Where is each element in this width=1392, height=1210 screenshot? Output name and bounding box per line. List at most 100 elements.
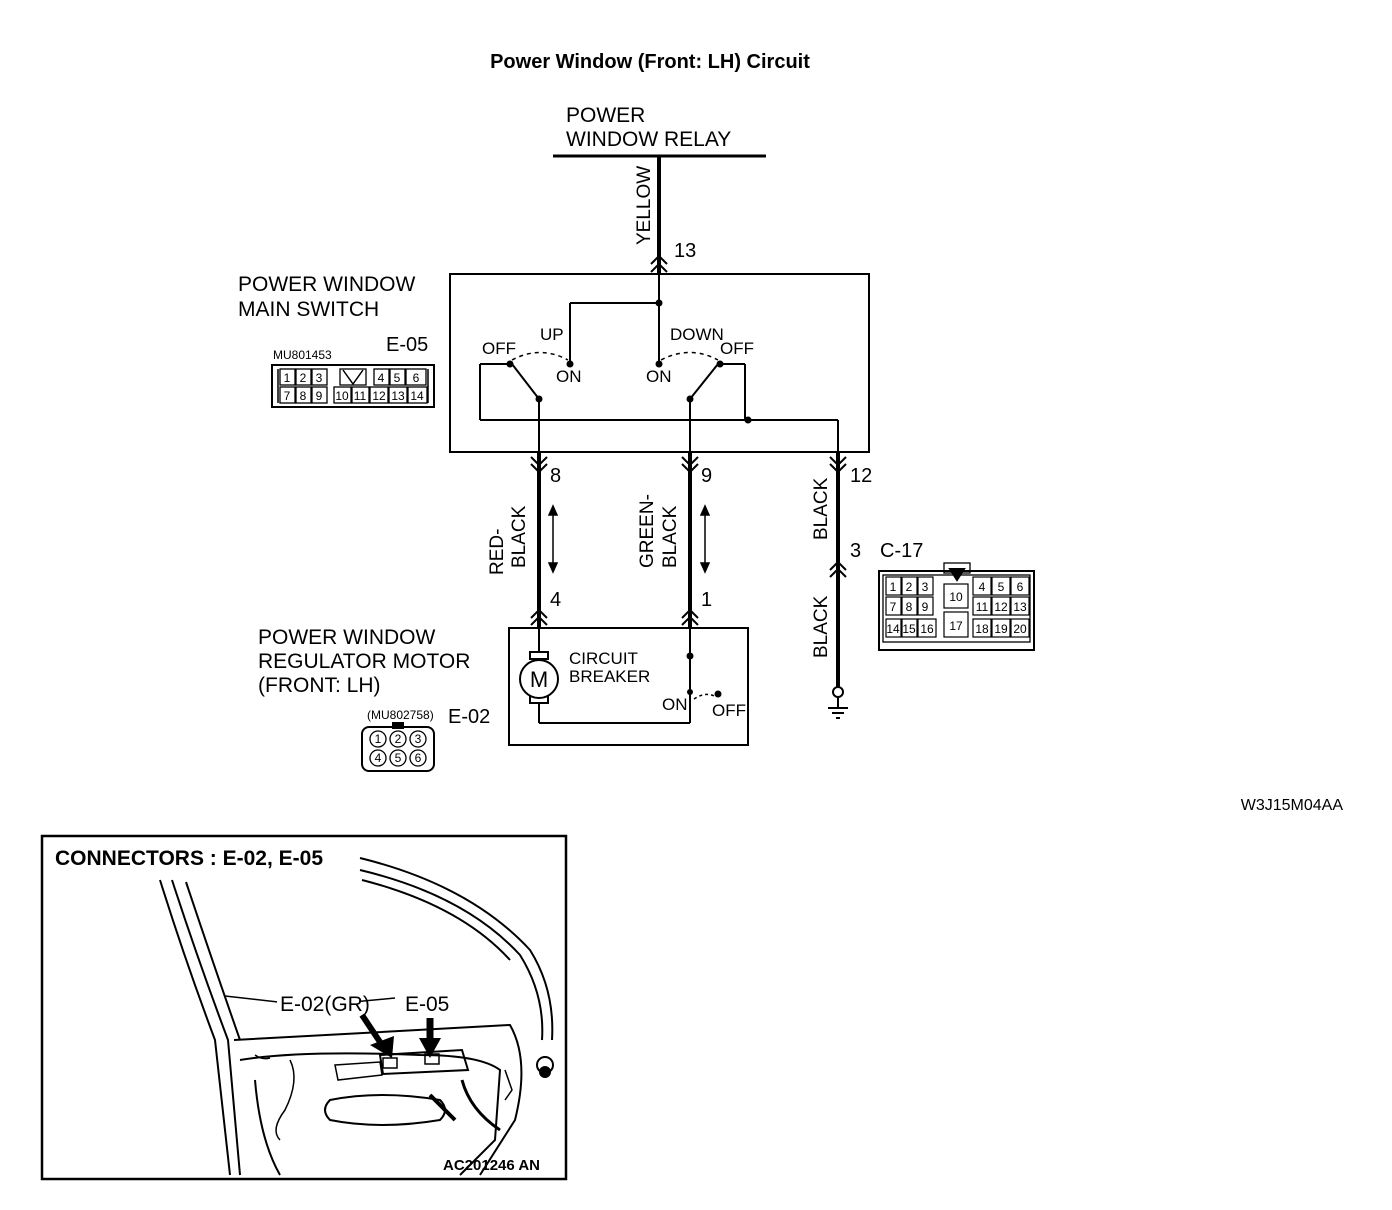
switch-on-left: ON (556, 367, 582, 386)
current-direction-arrows (547, 504, 711, 574)
green-black-label-line2: BLACK (660, 505, 681, 568)
figure-code: W3J15M04AA (1241, 797, 1344, 814)
motor-symbol: M (530, 667, 548, 692)
c17-pin-20: 20 (1013, 622, 1027, 636)
c17-pin-10: 10 (949, 590, 963, 604)
c17-pin-4: 4 (979, 580, 986, 594)
motor-internals (529, 628, 717, 724)
circuit-breaker-label-line1: CIRCUIT (569, 649, 638, 668)
motor-connector-id: E-02 (448, 706, 490, 728)
motor-label-line2: REGULATOR MOTOR (258, 650, 470, 673)
main-switch-part-number: MU801453 (273, 348, 332, 362)
yellow-wire-label: YELLOW (634, 166, 655, 245)
ground-icon (828, 686, 848, 719)
e05-pin-14: 14 (410, 389, 424, 403)
connectors-panel (40, 834, 568, 1181)
e02-pin-2: 2 (395, 732, 402, 746)
e05-pin-2: 2 (300, 371, 307, 385)
main-switch-junction-dots (506, 299, 752, 424)
e05-pin-1: 1 (284, 371, 291, 385)
red-black-label-line2: BLACK (509, 505, 530, 568)
green-black-label-line1: GREEN- (637, 494, 658, 568)
relay-label-line2: WINDOW RELAY (566, 128, 731, 151)
door-illustration (159, 857, 554, 1176)
connectors-panel-code: AC201246 AN (443, 1157, 540, 1174)
e05-pin-7: 7 (284, 389, 291, 403)
e05-pin-12: 12 (372, 389, 386, 403)
pin-4: 4 (550, 589, 561, 611)
e02-callout-bg (277, 990, 359, 1018)
relay-label-line1: POWER (566, 104, 645, 127)
c17-pin-1: 1 (890, 580, 897, 594)
black-lower-label: BLACK (811, 595, 832, 658)
e02-pin-6: 6 (415, 751, 422, 765)
c17-pin-3: 3 (922, 580, 929, 594)
e05-pin-11: 11 (354, 389, 367, 403)
breaker-off-label: OFF (712, 701, 746, 720)
c17-pin-16: 16 (920, 622, 934, 636)
e02-callout-arrow (359, 1013, 394, 1058)
c17-pin-13: 13 (1013, 600, 1027, 614)
callout-e02: E-02(GR) (280, 993, 370, 1016)
e05-callout-bg (400, 990, 458, 1018)
e05-pin-3: 3 (316, 371, 323, 385)
e05-pin-5: 5 (394, 371, 401, 385)
motor-box (508, 627, 749, 746)
pin-1: 1 (701, 589, 712, 611)
motor-label-line3: (FRONT: LH) (258, 674, 381, 697)
c17-pin-15: 15 (902, 622, 916, 636)
black-upper-label: BLACK (811, 477, 832, 540)
connector-chevrons (530, 456, 847, 626)
motor-icon (519, 659, 559, 699)
main-switch-label-line2: MAIN SWITCH (238, 298, 379, 321)
connector-mark-13a (650, 254, 668, 265)
pin-3: 3 (850, 540, 861, 562)
c17-pin-14: 14 (886, 622, 900, 636)
e05-pin-13: 13 (391, 389, 405, 403)
main-switch-label-line1: POWER WINDOW (238, 273, 415, 296)
motor-part-number: (MU802758) (367, 708, 434, 722)
e05-pin-6: 6 (413, 371, 420, 385)
e02-pin-3: 3 (415, 732, 422, 746)
e05-pin-4: 4 (378, 371, 385, 385)
switch-off-left: OFF (482, 339, 516, 358)
c17-pin-7: 7 (890, 600, 897, 614)
connector-mark-13b (650, 262, 668, 273)
e02-callout-leader (224, 995, 279, 1003)
switch-up-label: UP (540, 325, 564, 344)
pin-9: 9 (701, 465, 712, 487)
c17-pin-5: 5 (998, 580, 1005, 594)
c17-pin-12: 12 (994, 600, 1008, 614)
switch-down-label: DOWN (670, 325, 724, 344)
c17-pin-19: 19 (994, 622, 1008, 636)
main-switch-connector-id: E-05 (386, 334, 428, 356)
e05-pin-8: 8 (300, 389, 307, 403)
motor-label-line1: POWER WINDOW (258, 626, 435, 649)
callout-e05: E-05 (405, 993, 449, 1016)
diagram-title: Power Window (Front: LH) Circuit (490, 51, 810, 73)
breaker-contact-dots (686, 652, 722, 698)
e05-callout-leader (352, 997, 396, 1003)
e05-callout-arrow (419, 1016, 441, 1058)
e05-pin-9: 9 (316, 389, 323, 403)
e05-connector-face (271, 364, 435, 408)
e02-connector-face (361, 722, 435, 772)
c17-pin-17: 17 (949, 619, 963, 633)
main-switch-internals (479, 274, 839, 452)
circuit-breaker-label-line2: BREAKER (569, 667, 650, 686)
switch-on-right: ON (646, 367, 672, 386)
c17-connector-id: C-17 (880, 540, 923, 562)
pin-8: 8 (550, 465, 561, 487)
breaker-on-label: ON (662, 695, 688, 714)
c17-pin-11: 11 (976, 600, 989, 614)
pin-12: 12 (850, 465, 872, 487)
c17-pin-8: 8 (906, 600, 913, 614)
e02-pin-5: 5 (395, 751, 402, 765)
c17-pin-6: 6 (1017, 580, 1024, 594)
e05-pin-10: 10 (335, 389, 349, 403)
e02-pin-4: 4 (375, 751, 382, 765)
switch-off-right: OFF (720, 339, 754, 358)
c17-pin-2: 2 (906, 580, 913, 594)
e02-pin-1: 1 (375, 732, 382, 746)
